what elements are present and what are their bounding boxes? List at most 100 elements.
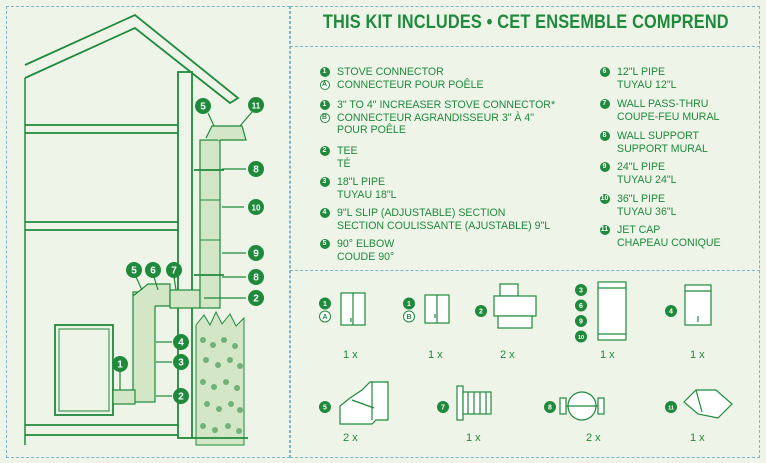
qty-slip-section: 1 x [690, 349, 705, 361]
callout-badge [248, 97, 264, 113]
wall-pass-thru [169, 289, 201, 309]
bushes [195, 310, 245, 446]
part-badge-label: 7 [441, 405, 445, 412]
part-badge [665, 401, 677, 413]
callout-number: 8 [253, 165, 259, 176]
jet-cap-drawing [683, 389, 733, 419]
parts-divider [290, 270, 760, 271]
item-line: 36"L PIPE [617, 193, 666, 205]
part-badge [575, 299, 587, 312]
item-badges: 7 [598, 99, 611, 112]
item-line: COUPE-FEU MURAL [617, 110, 720, 123]
part-badge-label: 9 [579, 319, 583, 326]
callout-number: 2 [253, 294, 259, 305]
callout-number: 9 [253, 249, 259, 260]
elbow-drawing [339, 381, 389, 425]
part-badge [475, 305, 487, 317]
item-line: WALL SUPPORT [617, 130, 700, 142]
item-number-badge: 1 [319, 67, 330, 77]
item-number-badge: 2 [319, 146, 330, 156]
callout-number: 3 [178, 358, 184, 369]
callout-badge [248, 269, 264, 285]
item-line: 9"L SLIP (ADJUSTABLE) SECTION [337, 207, 506, 219]
installation-diagram-panel [6, 6, 290, 458]
item-badges: 3 [318, 177, 331, 190]
part-badge-label: 4 [669, 309, 673, 316]
part-badge [319, 401, 331, 413]
wall-pass-thru-drawing [456, 385, 492, 421]
slip-section-drawing [684, 284, 712, 326]
part-badge [575, 284, 587, 296]
part-badge-label: 11 [668, 406, 674, 412]
item-badges: 8 [598, 131, 611, 144]
callout-badge [248, 199, 264, 215]
callout-badge [126, 262, 142, 278]
qty-wall-pass-thru: 1 x [466, 432, 481, 444]
qty-jet-cap: 1 x [690, 432, 705, 444]
item-badges: 5 [318, 239, 331, 252]
callout-number: 11 [252, 102, 261, 111]
callout-badge [173, 334, 189, 350]
item-number-badge: 8 [599, 131, 610, 141]
item-number-badge: 11 [599, 225, 610, 235]
straight-pipe-drawing [597, 281, 627, 341]
callout-badge [173, 388, 189, 404]
item-badges: 4 [318, 208, 331, 221]
item-badges: 2 [318, 146, 331, 159]
item-line: CONNECTEUR AGRANDISSEUR 3" À 4" [337, 111, 535, 124]
callout-badge [248, 161, 264, 177]
item-number-badge: A [319, 79, 330, 90]
item-line: JET CAP [617, 224, 661, 236]
item-badges: 6 [598, 67, 611, 80]
part-badge-label: 3 [579, 288, 583, 295]
part-badge-label: B [406, 314, 411, 321]
part-badge-label: 1 [323, 301, 327, 308]
qty-increaser-connector: 1 x [428, 349, 443, 361]
part-badge [403, 310, 415, 323]
part-badge [575, 315, 587, 327]
item-number-badge: 5 [319, 239, 330, 249]
item-line: WALL PASS-THRU [617, 98, 709, 110]
item-number-badge: B [319, 112, 330, 123]
part-badge [319, 297, 331, 310]
callout-badge [112, 356, 128, 372]
part-badge [665, 305, 677, 317]
part-badge-label: 2 [479, 309, 483, 316]
callout-badge [195, 98, 211, 114]
title-divider [290, 46, 760, 47]
item-number-badge: 10 [599, 194, 610, 204]
item-number-badge: 7 [599, 99, 610, 109]
item-line: TUYAU 24"L [617, 173, 677, 186]
item-line: 12"L PIPE [617, 66, 666, 78]
item-line: CHAPEAU CONIQUE [617, 236, 721, 249]
item-number-badge: 1 [319, 100, 330, 110]
item-line: TUYAU 12"L [617, 78, 677, 91]
callout-badge [248, 290, 264, 306]
exterior-wall [177, 71, 193, 439]
item-line: 3" TO 4" INCREASER STOVE CONNECTOR* [337, 99, 556, 111]
item-number-badge: 3 [319, 177, 330, 187]
callout-number: 6 [150, 266, 156, 277]
callout-badge [173, 354, 189, 370]
item-line: 18"L PIPE [337, 176, 386, 188]
part-badge [437, 401, 449, 413]
part-badge-label: 1 [407, 301, 411, 308]
item-line: TUYAU 18"L [337, 188, 397, 201]
qty-tee: 2 x [500, 349, 515, 361]
part-badge [575, 330, 587, 343]
